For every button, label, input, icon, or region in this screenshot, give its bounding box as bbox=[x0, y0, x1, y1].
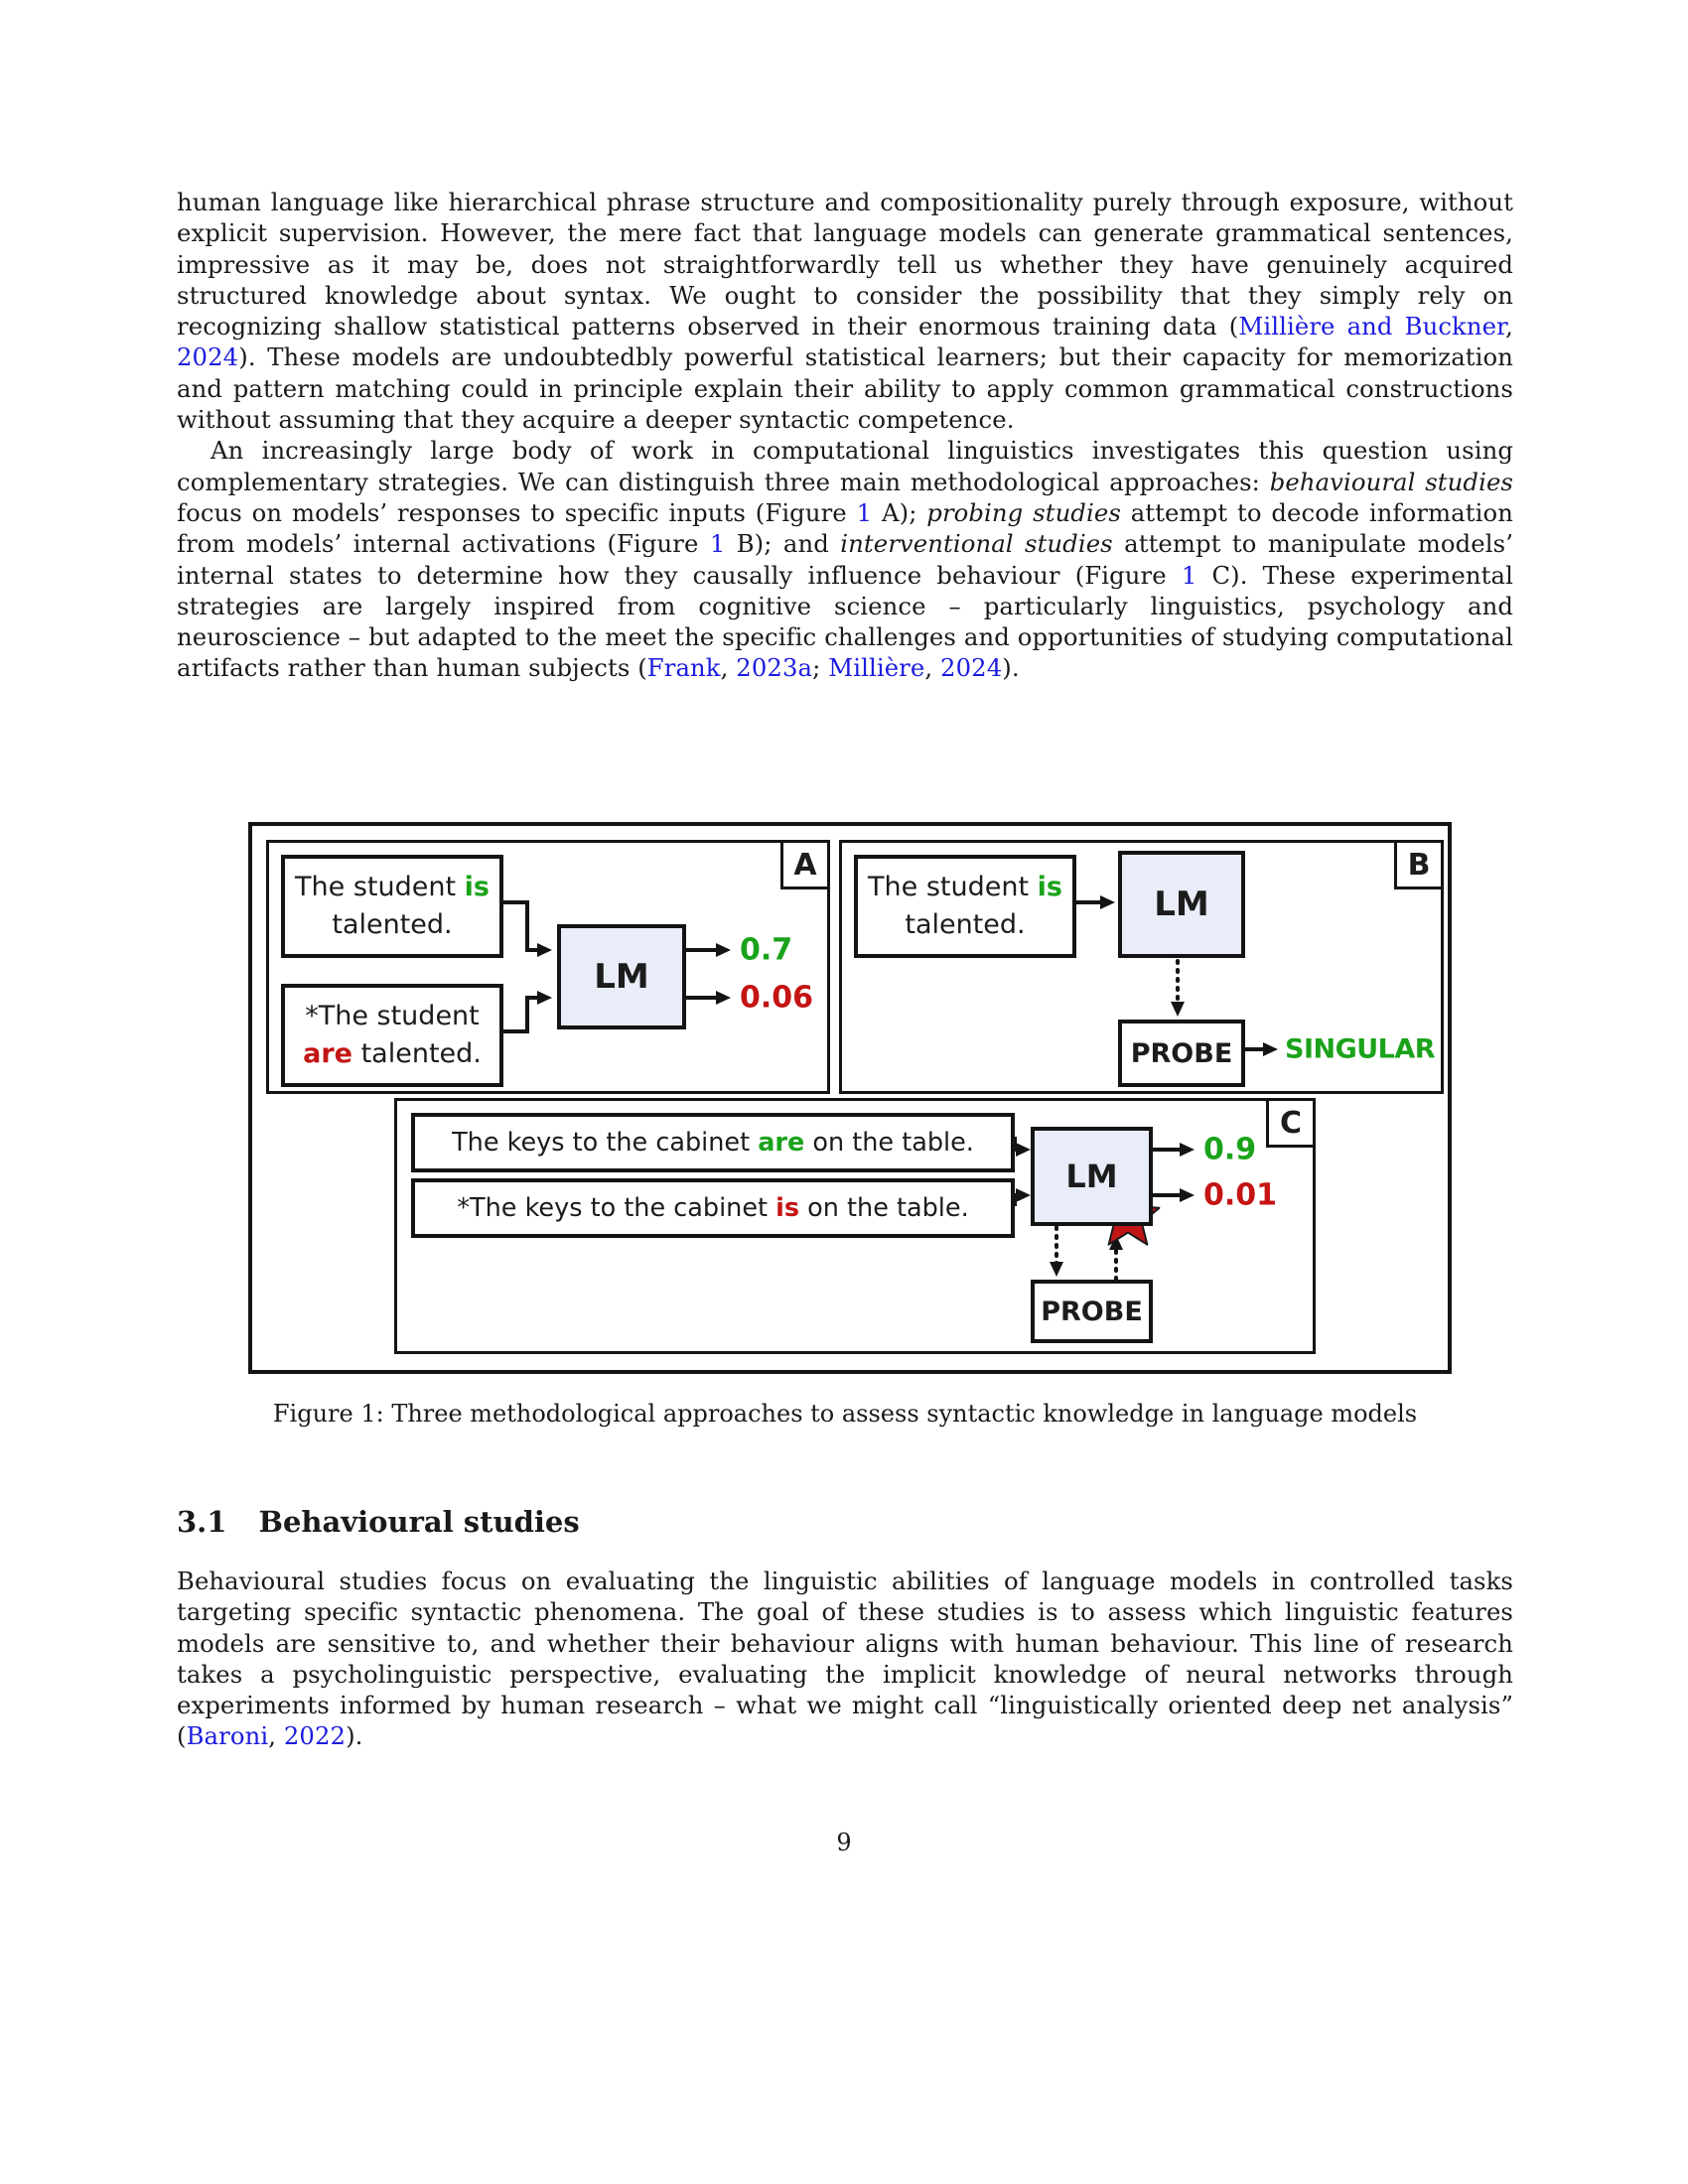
text-segment: Behavioural studies focus on evaluating … bbox=[177, 1567, 1513, 1751]
verb-highlight: are bbox=[758, 1128, 805, 1158]
text-segment: human language like hierarchical phrase … bbox=[177, 188, 1513, 341]
probe-output-label: SINGULAR bbox=[1285, 1033, 1436, 1065]
text-segment: A); bbox=[872, 497, 927, 527]
figure-panel-c: C The keys to the cabinet are on the tab… bbox=[394, 1098, 1316, 1354]
lm-box: LM bbox=[1031, 1127, 1153, 1226]
lm-box: LM bbox=[557, 924, 686, 1029]
section-heading: 3.1 Behavioural studies bbox=[177, 1505, 580, 1539]
lm-box: LM bbox=[1118, 851, 1245, 958]
citation-link[interactable]: 2023a bbox=[736, 653, 813, 683]
sentence-text: on the table. bbox=[799, 1193, 969, 1223]
text-segment: ). bbox=[346, 1721, 363, 1751]
sentence-text: on the table. bbox=[804, 1128, 974, 1158]
section-number: 3.1 bbox=[177, 1505, 227, 1539]
verb-highlight: is bbox=[775, 1193, 800, 1223]
probe-box: PROBE bbox=[1118, 1020, 1245, 1087]
verb-highlight: is bbox=[464, 872, 490, 902]
citation-link[interactable]: 2024 bbox=[177, 342, 239, 372]
citation-link[interactable]: 2024 bbox=[940, 653, 1003, 683]
figure-panel-b: B The student is talented. LM PROBE SING… bbox=[839, 840, 1444, 1094]
italic-term: behavioural studies bbox=[1269, 467, 1513, 496]
sentence-text: talented. bbox=[352, 1038, 482, 1069]
sentence-text: The student bbox=[295, 872, 465, 902]
italic-term: interventional studies bbox=[840, 529, 1113, 559]
probability-output-grammatical: 0.9 bbox=[1203, 1132, 1257, 1167]
probability-output-grammatical: 0.7 bbox=[740, 932, 793, 968]
body-text-column: human language like hierarchical phrase … bbox=[177, 187, 1513, 684]
figure-panel-a: A The student is talented. *The student … bbox=[266, 840, 830, 1094]
probe-box: PROBE bbox=[1031, 1280, 1153, 1343]
figure-ref-link[interactable]: 1 bbox=[1181, 560, 1197, 590]
text-segment: , bbox=[1505, 312, 1513, 341]
text-segment: , bbox=[924, 653, 941, 683]
text-segment: ). bbox=[1002, 653, 1020, 683]
paragraph-1: human language like hierarchical phrase … bbox=[177, 187, 1513, 435]
ungrammatical-sentence-box: *The student are talented. bbox=[281, 984, 503, 1087]
asterisk-marker: * bbox=[305, 1001, 319, 1031]
ungrammatical-sentence-box: *The keys to the cabinet is on the table… bbox=[411, 1178, 1015, 1238]
sentence-text: talented. bbox=[905, 909, 1026, 940]
grammatical-sentence-box: The student is talented. bbox=[281, 855, 503, 958]
figure-1: A The student is talented. *The student … bbox=[248, 822, 1452, 1374]
probability-output-ungrammatical: 0.01 bbox=[1203, 1177, 1278, 1213]
text-segment: , bbox=[268, 1721, 284, 1751]
citation-link[interactable]: Frank bbox=[646, 653, 721, 683]
text-segment: ). These models are undoubtedbly powerfu… bbox=[177, 342, 1513, 435]
figure-ref-link[interactable]: 1 bbox=[709, 529, 726, 559]
figure-ref-link[interactable]: 1 bbox=[856, 497, 873, 527]
text-segment: attempt to decode information from model… bbox=[177, 497, 1513, 559]
panel-label-a: A bbox=[780, 840, 830, 889]
citation-link[interactable]: 2022 bbox=[283, 1721, 347, 1751]
verb-highlight: is bbox=[1037, 872, 1062, 902]
text-segment: B); and bbox=[725, 529, 841, 559]
sentence-text: The student bbox=[318, 1001, 480, 1031]
section-title: Behavioural studies bbox=[258, 1505, 580, 1539]
sentence-text: The student bbox=[868, 872, 1038, 902]
panel-label-c: C bbox=[1266, 1098, 1316, 1148]
page-number: 9 bbox=[836, 1829, 852, 1856]
text-segment: C). These experimental strategies are la… bbox=[177, 560, 1513, 683]
citation-link[interactable]: Baroni bbox=[186, 1721, 269, 1751]
text-segment: An increasingly large body of work in co… bbox=[177, 436, 1513, 496]
italic-term: probing studies bbox=[926, 497, 1121, 527]
panel-label-b: B bbox=[1394, 840, 1444, 889]
sentence-text: The keys to the cabinet bbox=[470, 1193, 776, 1223]
citation-link[interactable]: Millière bbox=[828, 653, 925, 683]
paragraph-3: Behavioural studies focus on evaluating … bbox=[177, 1566, 1513, 1752]
citation-link[interactable]: Millière and Buckner bbox=[1238, 312, 1506, 341]
grammatical-sentence-box: The keys to the cabinet are on the table… bbox=[411, 1113, 1015, 1172]
sentence-text: talented. bbox=[332, 909, 453, 940]
grammatical-sentence-box: The student is talented. bbox=[854, 855, 1076, 958]
figure-caption: Figure 1: Three methodological approache… bbox=[272, 1400, 1418, 1428]
asterisk-marker: * bbox=[457, 1193, 471, 1223]
probability-output-ungrammatical: 0.06 bbox=[740, 980, 814, 1016]
paragraph-2: An increasingly large body of work in co… bbox=[177, 435, 1513, 683]
text-segment: ; bbox=[812, 653, 829, 683]
text-segment: , bbox=[720, 653, 737, 683]
verb-highlight: are bbox=[303, 1038, 352, 1069]
text-segment: attempt to manipulate models’ internal s… bbox=[177, 529, 1514, 590]
text-segment: focus on models’ responses to specific i… bbox=[177, 497, 857, 527]
sentence-text: The keys to the cabinet bbox=[452, 1128, 759, 1158]
